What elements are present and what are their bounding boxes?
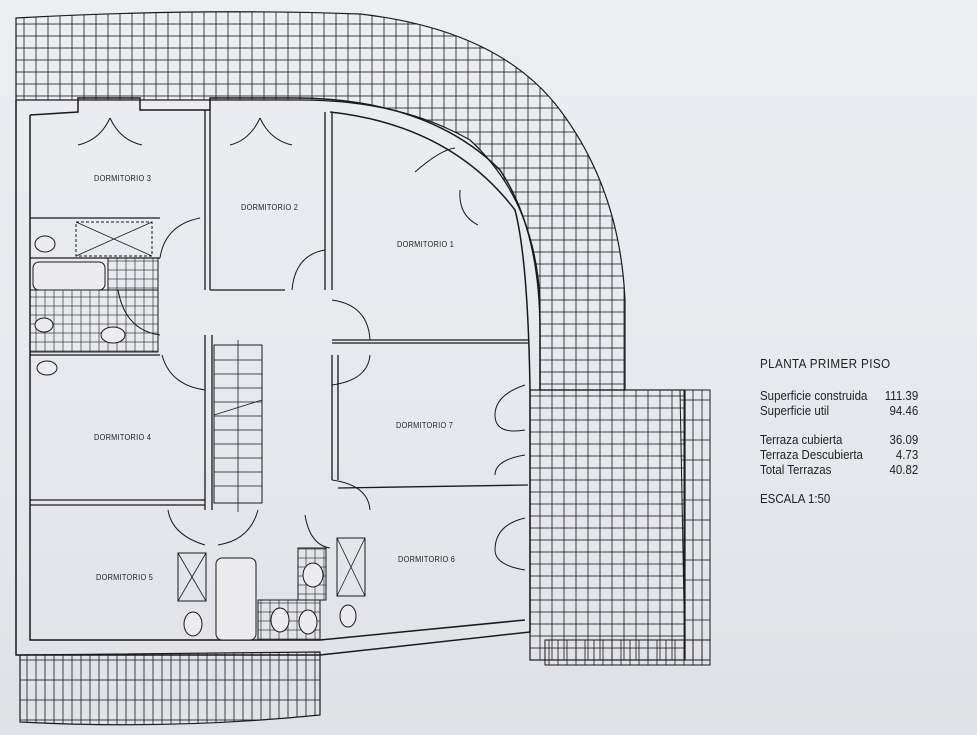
terrace-row: Total Terrazas 40.82 [760, 463, 918, 478]
surface-label: Superficie construida [760, 389, 868, 403]
terrace-row: Terraza cubierta 36.09 [760, 433, 918, 448]
bathroom-fixtures [32, 221, 366, 641]
cross-marks [75, 221, 366, 602]
sink-icon [183, 611, 203, 637]
wardrobe-icon [75, 221, 153, 257]
terrace-value: 4.73 [895, 448, 919, 462]
terrace-value: 36.09 [889, 433, 919, 447]
bottom-terrace [19, 651, 321, 726]
bathtub-icon [215, 557, 257, 641]
toilet-icon [298, 609, 318, 635]
sink-icon [34, 235, 56, 253]
room-label-dormitorio-7: DORMITORIO 7 [396, 421, 454, 430]
surface-row: Superficie construida 111.39 [760, 389, 918, 404]
staircase [213, 340, 263, 512]
sink-icon [100, 326, 126, 344]
room-label-dormitorio-4: DORMITORIO 4 [94, 433, 152, 442]
top-terrace [15, 11, 626, 391]
sink-icon [339, 604, 357, 628]
plan-legend: PLANTA PRIMER PISO Superficie construida… [760, 356, 932, 506]
terrace-label: Terraza Descubierta [760, 448, 863, 462]
toilet-icon [270, 607, 290, 633]
bathtub-icon [32, 261, 106, 291]
terrace-label: Total Terrazas [760, 463, 832, 477]
terrace-label: Terraza cubierta [760, 433, 843, 447]
interior-walls [30, 110, 529, 510]
surface-value: 94.46 [889, 404, 919, 418]
room-label-dormitorio-2: DORMITORIO 2 [241, 203, 299, 212]
exterior-walls [15, 97, 541, 656]
terrace-value: 40.82 [889, 463, 919, 477]
room-label-dormitorio-1: DORMITORIO 1 [397, 240, 455, 249]
room-label-dormitorio-3: DORMITORIO 3 [94, 174, 152, 183]
plan-title: PLANTA PRIMER PISO [760, 356, 891, 371]
scale-label: ESCALA 1:50 [760, 492, 831, 506]
shower-icon [177, 552, 207, 602]
sink-icon [36, 360, 58, 376]
right-terrace [529, 389, 711, 666]
room-label-dormitorio-5: DORMITORIO 5 [96, 573, 154, 582]
surface-row: Superficie util 94.46 [760, 404, 918, 419]
surface-value: 111.39 [884, 389, 919, 403]
terrace-row: Terraza Descubierta 4.73 [760, 448, 918, 463]
surface-label: Superficie util [760, 404, 830, 418]
sink-icon [302, 562, 324, 588]
shower-icon [336, 537, 366, 597]
doors [77, 117, 526, 571]
bidet-icon [34, 317, 54, 333]
room-label-dormitorio-6: DORMITORIO 6 [398, 555, 456, 564]
